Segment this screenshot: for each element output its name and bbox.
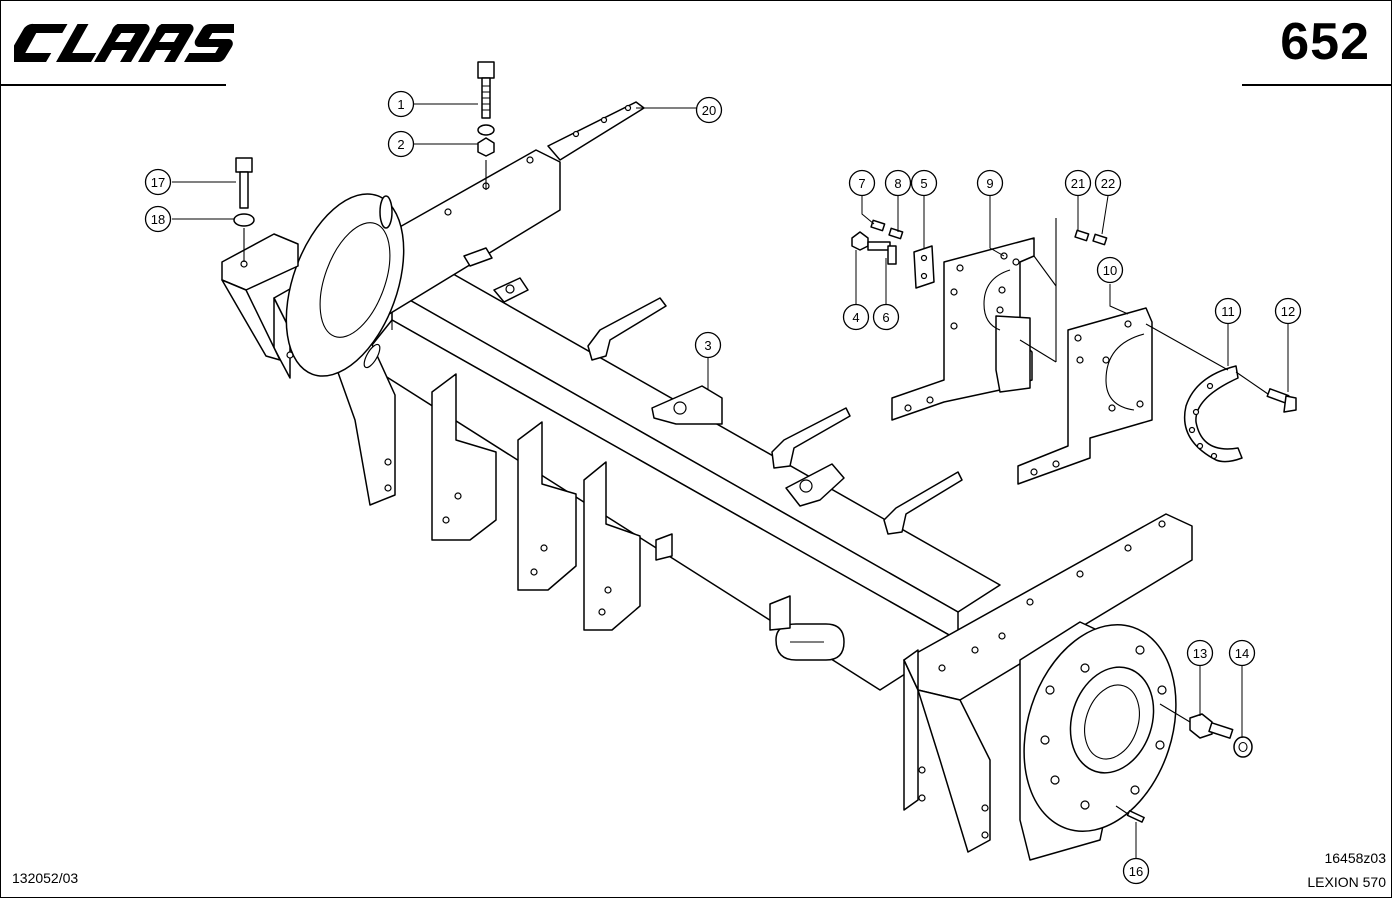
right-flange <box>1019 621 1177 861</box>
plate-10 <box>1017 307 1153 485</box>
callout-7: 7 <box>848 169 876 197</box>
ring-segment-11 <box>1183 365 1243 463</box>
callout-label: 16 <box>1129 864 1143 879</box>
callout-1: 1 <box>387 90 415 118</box>
angle-brackets <box>463 247 963 535</box>
callout-label: 12 <box>1281 304 1295 319</box>
assembly-lines <box>243 160 1269 815</box>
tow-hook <box>655 533 845 661</box>
callout-21: 21 <box>1064 169 1092 197</box>
callout-label: 9 <box>986 176 993 191</box>
callout-11: 11 <box>1214 297 1242 325</box>
callout-label: 1 <box>397 97 404 112</box>
header-rule-left <box>0 84 226 86</box>
fasteners <box>233 61 1297 823</box>
lug-plates <box>493 277 845 507</box>
callout-label: 22 <box>1101 176 1115 191</box>
callout-label: 18 <box>151 212 165 227</box>
callout-17: 17 <box>144 168 172 196</box>
callout-2: 2 <box>387 130 415 158</box>
callout-label: 11 <box>1221 304 1235 319</box>
left-pad-block <box>221 233 299 361</box>
leader-lines <box>172 103 1289 858</box>
callout-6: 6 <box>872 303 900 331</box>
callout-label: 13 <box>1193 646 1207 661</box>
page-number: 652 <box>1280 13 1370 71</box>
callout-8: 8 <box>884 169 912 197</box>
callout-13: 13 <box>1186 639 1214 667</box>
claas-logo <box>14 23 234 63</box>
callout-label: 17 <box>151 175 165 190</box>
callout-22: 22 <box>1094 169 1122 197</box>
callout-20: 20 <box>695 96 723 124</box>
callout-label: 6 <box>882 310 889 325</box>
plate-9 <box>891 237 1035 421</box>
callout-5: 5 <box>910 169 938 197</box>
header-rule-right <box>1242 84 1392 86</box>
callout-label: 2 <box>397 137 404 152</box>
callout-10: 10 <box>1096 256 1124 284</box>
document-code: 132052/03 <box>12 870 79 886</box>
callout-label: 5 <box>920 176 927 191</box>
callout-label: 8 <box>894 176 901 191</box>
hanging-plates <box>431 373 641 631</box>
callout-label: 21 <box>1071 176 1085 191</box>
callout-label: 3 <box>704 338 711 353</box>
callout-12: 12 <box>1274 297 1302 325</box>
callout-18: 18 <box>144 205 172 233</box>
callout-label: 4 <box>852 310 859 325</box>
callout-4: 4 <box>842 303 870 331</box>
main-beam <box>359 261 1001 691</box>
callout-label: 10 <box>1103 263 1117 278</box>
callout-14: 14 <box>1228 639 1256 667</box>
callout-label: 14 <box>1235 646 1249 661</box>
left-flange <box>285 193 405 377</box>
callout-3: 3 <box>694 331 722 359</box>
drawing-code: 16458z03 <box>1324 850 1386 866</box>
model-name: LEXION 570 <box>1307 874 1386 890</box>
right-end-plate <box>903 513 1193 853</box>
callout-label: 20 <box>702 103 716 118</box>
callout-label: 7 <box>858 176 865 191</box>
callout-9: 9 <box>976 169 1004 197</box>
callout-16: 16 <box>1122 857 1150 885</box>
